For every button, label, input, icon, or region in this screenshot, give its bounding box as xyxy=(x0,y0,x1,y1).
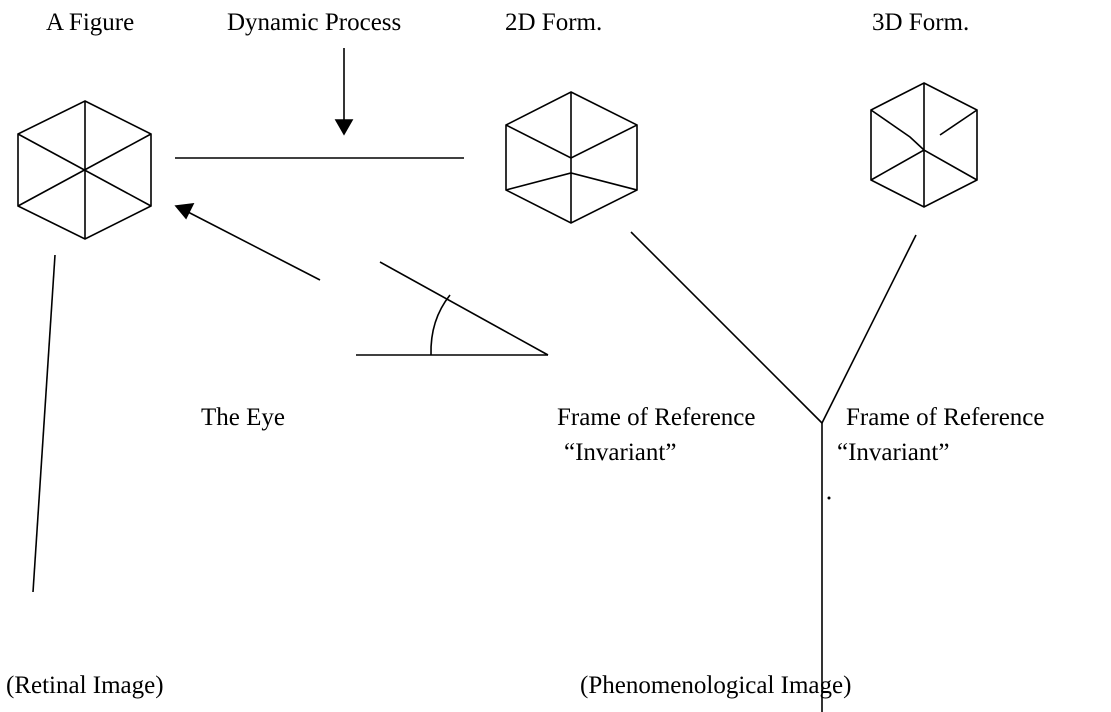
cube-2d-inner-bottom xyxy=(505,172,638,191)
frame-left-branch xyxy=(630,231,823,424)
label-a-figure: A Figure xyxy=(46,9,135,36)
label-retinal-image: (Retinal Image) xyxy=(6,672,164,699)
eye-arrowhead xyxy=(174,203,195,220)
cube-3d xyxy=(870,82,978,208)
figure-hexagon xyxy=(17,100,152,240)
eye-arrow-shaft xyxy=(187,211,321,281)
cube-3d-back-right xyxy=(939,109,978,136)
label-phenomenological-image: (Phenomenological Image) xyxy=(580,672,852,699)
eye-angle-arc xyxy=(430,294,451,356)
retinal-line xyxy=(32,254,56,593)
dynamic-process-arrowhead xyxy=(334,119,354,136)
label-3d-form: 3D Form. xyxy=(872,9,970,36)
label-frame-right: Frame of Reference xyxy=(846,404,1045,431)
label-invariant-right: “Invariant” xyxy=(837,439,950,466)
frame-dot xyxy=(827,496,831,500)
label-2d-form: 2D Form. xyxy=(505,9,603,36)
label-the-eye: The Eye xyxy=(201,404,285,431)
cube-3d-back xyxy=(870,109,925,151)
label-frame-left: Frame of Reference xyxy=(557,404,756,431)
label-invariant-left: “Invariant” xyxy=(564,439,677,466)
eye-upper-line xyxy=(379,261,549,356)
frame-right-branch xyxy=(821,234,917,424)
figure-diagonal-c xyxy=(17,133,152,207)
label-dynamic-process: Dynamic Process xyxy=(227,9,402,36)
cube-2d xyxy=(505,91,638,224)
